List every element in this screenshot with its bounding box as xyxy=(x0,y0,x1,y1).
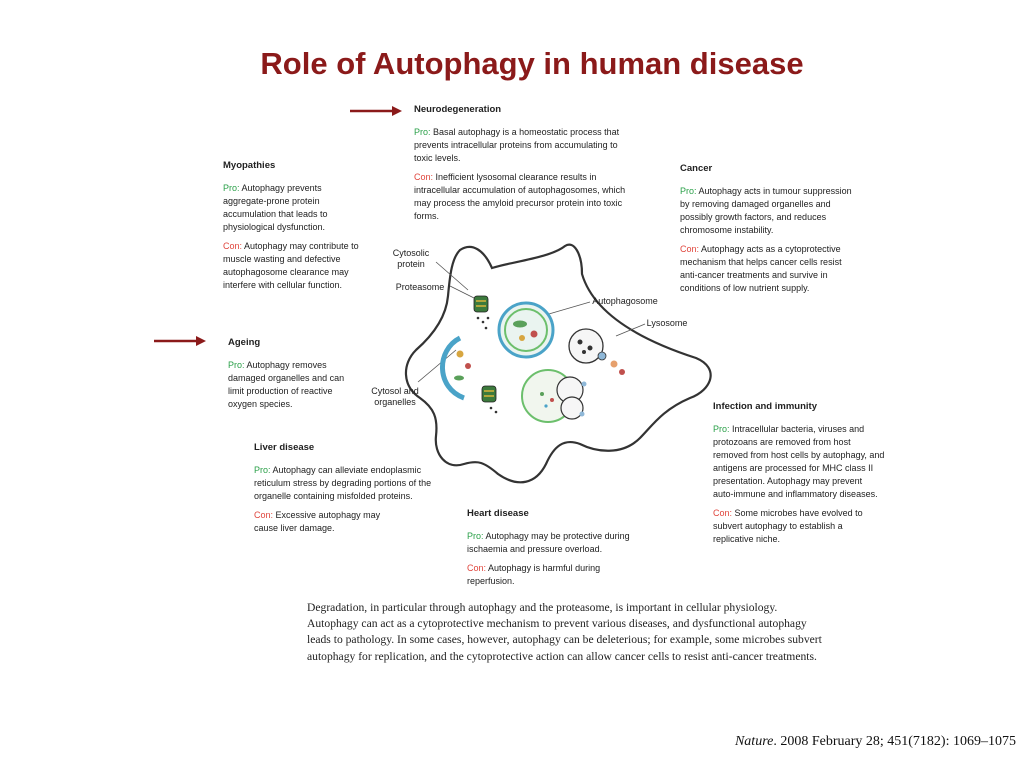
pro-label: Pro: xyxy=(223,183,240,193)
citation-journal: Nature xyxy=(734,734,774,749)
con-label: Con: xyxy=(680,244,700,254)
pro-label: Pro: xyxy=(680,186,697,196)
cell-membrane xyxy=(404,243,712,484)
infection-heading: Infection and immunity xyxy=(713,401,817,412)
heart-con-text: Autophagy is harmful during reperfusion. xyxy=(467,563,601,586)
autolysosome xyxy=(521,369,587,423)
label-cytosolic-protein: Cytosolic protein xyxy=(392,248,430,269)
con-label: Con: xyxy=(713,508,733,518)
cell-diagram: Cytosolic protein Proteasome Autophagoso… xyxy=(360,238,720,500)
heart-pro-text: Autophagy may be protective during ischa… xyxy=(467,531,630,554)
cancer-con-text: Autophagy acts as a cytoprotective mecha… xyxy=(680,244,842,293)
ageing-block: Ageing Pro: Autophagy removes damaged or… xyxy=(228,336,348,417)
pro-label: Pro: xyxy=(713,424,730,434)
infection-pro-text: Intracellular bacteria, viruses and prot… xyxy=(713,424,885,499)
heart-heading: Heart disease xyxy=(467,508,529,519)
pro-label: Pro: xyxy=(467,531,484,541)
con-label: Con: xyxy=(223,241,243,251)
neurodegeneration-heading: Neurodegeneration xyxy=(414,104,502,115)
pro-label: Pro: xyxy=(228,360,245,370)
label-cytosol-organelles: Cytosol and organelles xyxy=(371,386,419,407)
citation: Nature. 2008 February 28; 451(7182): 106… xyxy=(735,734,1016,750)
cancer-block: Cancer Pro: Autophagy acts in tumour sup… xyxy=(680,162,855,301)
phagophore xyxy=(440,335,466,401)
arrow-neuro-icon xyxy=(350,106,402,116)
lysosome-cluster xyxy=(568,328,625,375)
myopathies-con-text: Autophagy may contribute to muscle wasti… xyxy=(223,241,359,290)
pro-label: Pro: xyxy=(254,465,271,475)
pro-label: Pro: xyxy=(414,127,431,137)
liver-block: Liver disease Pro: Autophagy can allevia… xyxy=(254,441,434,541)
myopathies-heading: Myopathies xyxy=(223,160,276,171)
neuro-pro-text: Basal autophagy is a homeostatic process… xyxy=(414,127,620,163)
myopathies-pro-text: Autophagy prevents aggregate-prone prote… xyxy=(223,183,328,232)
liver-pro-text: Autophagy can alleviate endoplasmic reti… xyxy=(254,465,432,501)
label-autophagosome: Autophagosome xyxy=(592,296,658,306)
citation-details: . 2008 February 28; 451(7182): 1069–1075 xyxy=(773,734,1016,749)
con-label: Con: xyxy=(414,172,434,182)
arrow-ageing-icon xyxy=(154,336,206,346)
con-label: Con: xyxy=(254,510,274,520)
liver-heading: Liver disease xyxy=(254,442,315,453)
infection-block: Infection and immunity Pro: Intracellula… xyxy=(713,400,885,552)
neurodegeneration-block: Neurodegeneration Pro: Basal autophagy i… xyxy=(414,103,626,229)
cancer-pro-text: Autophagy acts in tumour suppression by … xyxy=(680,186,852,235)
infection-con-text: Some microbes have evolved to subvert au… xyxy=(713,508,863,544)
label-proteasome: Proteasome xyxy=(395,282,445,292)
neuro-con-text: Inefficient lysosomal clearance results … xyxy=(414,172,626,221)
myopathies-block: Myopathies Pro: Autophagy prevents aggre… xyxy=(223,159,365,298)
slide-title: Role of Autophagy in human disease xyxy=(260,46,804,81)
heart-block: Heart disease Pro: Autophagy may be prot… xyxy=(467,507,647,594)
figure-caption: Degradation, in particular through autop… xyxy=(307,601,822,663)
cell-illustration xyxy=(404,243,712,484)
con-label: Con: xyxy=(467,563,487,573)
label-lysosome: Lysosome xyxy=(646,318,688,328)
ageing-heading: Ageing xyxy=(228,337,261,348)
liver-con-text: Excessive autophagy may cause liver dama… xyxy=(254,510,381,533)
cancer-heading: Cancer xyxy=(680,163,713,174)
autophagosome xyxy=(497,301,555,359)
proteasome-top xyxy=(473,295,489,313)
ageing-pro-text: Autophagy removes damaged organelles and… xyxy=(228,360,345,409)
proteasome-bottom xyxy=(481,385,497,403)
